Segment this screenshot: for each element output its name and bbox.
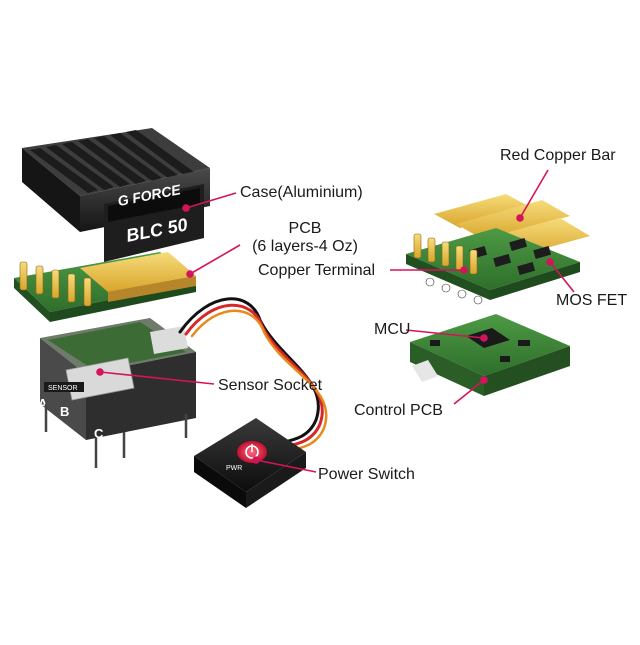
phase-c-label: C (94, 426, 104, 441)
pcb-label-line2: (6 layers-4 Oz) (252, 237, 358, 255)
sensor-socket-label: Sensor Socket (218, 377, 323, 394)
mos-fet-label: MOS FET (556, 292, 628, 309)
mcu-label: MCU (374, 321, 411, 338)
case-standoffs (44, 404, 188, 468)
copper-terminals-right (413, 233, 478, 275)
sensor-text: SENSOR (48, 385, 78, 392)
right-power-board (406, 228, 580, 305)
pcb-label: PCB (6 layers-4 Oz) (240, 220, 370, 255)
phase-a-label: A (38, 396, 48, 411)
sensor-wires (178, 297, 328, 456)
case-label: Case(Aluminium) (240, 184, 363, 201)
copper-terminal-label: Copper Terminal (258, 262, 376, 279)
control-pcb-board (410, 314, 570, 396)
bottom-case: SENSOR A B C (38, 318, 196, 468)
power-pcb (14, 252, 196, 322)
pcb-label-line1: PCB (288, 220, 322, 237)
copper-terminals-left (19, 261, 92, 307)
aluminium-case: G FORCE BLC 50 (22, 128, 210, 262)
power-switch-label: Power Switch (318, 466, 415, 483)
phase-b-label: B (60, 404, 69, 419)
mcu-chip (466, 328, 510, 348)
switch-text: PWR (226, 465, 242, 472)
control-pcb-label: Control PCB (354, 402, 443, 419)
leader-lines (96, 169, 575, 473)
red-copper-bar-label: Red Copper Bar (500, 147, 616, 164)
power-switch-module: PWR (194, 418, 306, 508)
